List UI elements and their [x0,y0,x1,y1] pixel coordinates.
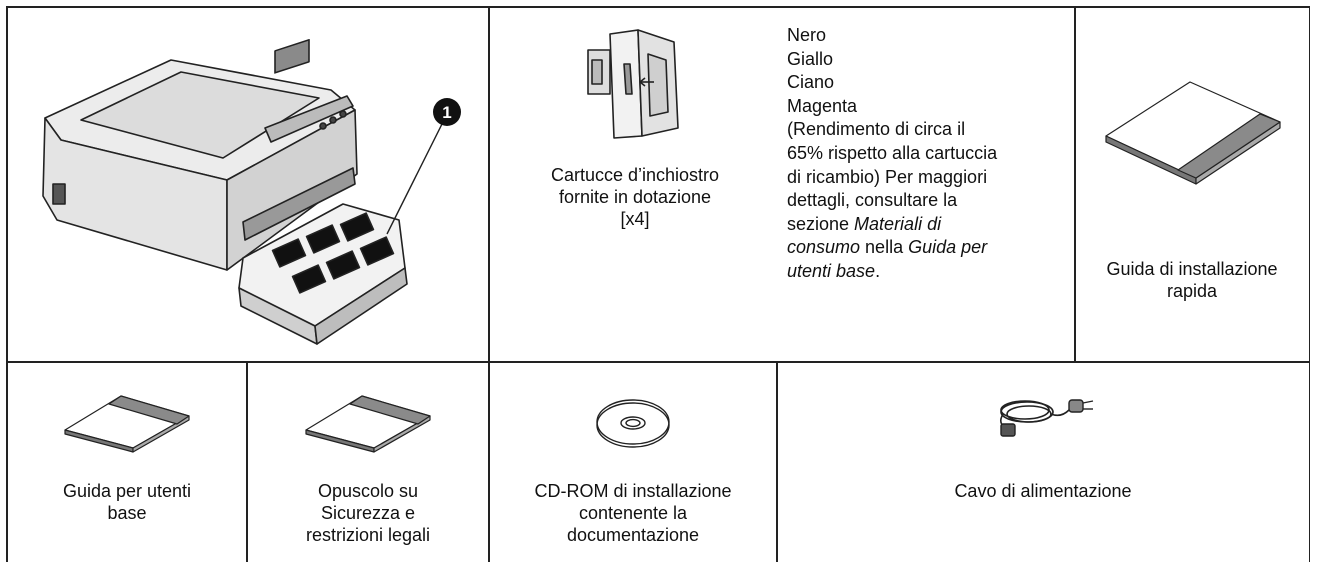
color-yellow: Giallo [787,48,834,69]
divider-userguide-booklet [246,361,248,562]
table-border-left [6,6,8,562]
printer-cell: 1 [8,8,488,361]
basic-user-guide-icon [64,395,190,453]
divider-cartridges-quickguide [1074,6,1076,362]
table-border-right [1308,6,1310,562]
ink-cartridge-icon [587,29,679,139]
color-cyan: Ciano [787,72,835,93]
safety-booklet-icon [305,395,431,453]
ink-cartridge-cell: Cartucce d’inchiostro fornite in dotazio… [490,24,780,230]
power-cord-cell: Cavo di alimentazione [778,384,1308,502]
quick-setup-guide-caption: Guida di installazione rapida [1106,259,1278,301]
safety-booklet-cell: Opuscolo su Sicurezza e restrizioni lega… [248,386,488,546]
quick-setup-guide-icon [1105,81,1281,185]
divider-printer-cartridges [488,6,490,562]
callout-number: 1 [442,103,451,122]
power-cord-icon [999,399,1094,437]
ink-cartridge-caption: Cartucce d’inchiostro fornite in dotazio… [550,165,720,229]
callout-marker [433,98,461,126]
basic-user-guide-caption: Guida per utenti base [62,481,192,523]
cd-rom-caption: CD-ROM di installazione contenente la do… [534,481,732,545]
color-black: Nero [787,25,827,45]
basic-user-guide-cell: Guida per utenti base [8,386,246,524]
contents-table: 1 Cartucce d’inchiostro fornite in dotaz… [6,6,1310,562]
power-cord-caption: Cavo di alimentazione [954,481,1132,501]
cd-rom-cell: CD-ROM di installazione contenente la do… [490,390,776,546]
ink-cartridge-description: Nero Giallo Ciano Magenta (Rendimento di… [787,24,1087,284]
color-magenta: Magenta [787,95,858,116]
cd-rom-icon [596,399,670,448]
divider-cdrom-cord [776,361,778,562]
table-border-top [6,6,1310,8]
quick-setup-guide-cell: Guida di installazione rapida [1076,66,1308,302]
printer-illustration: 1 [42,38,461,345]
table-row-divider [6,361,1310,363]
safety-booklet-caption: Opuscolo su Sicurezza e restrizioni lega… [305,481,431,545]
